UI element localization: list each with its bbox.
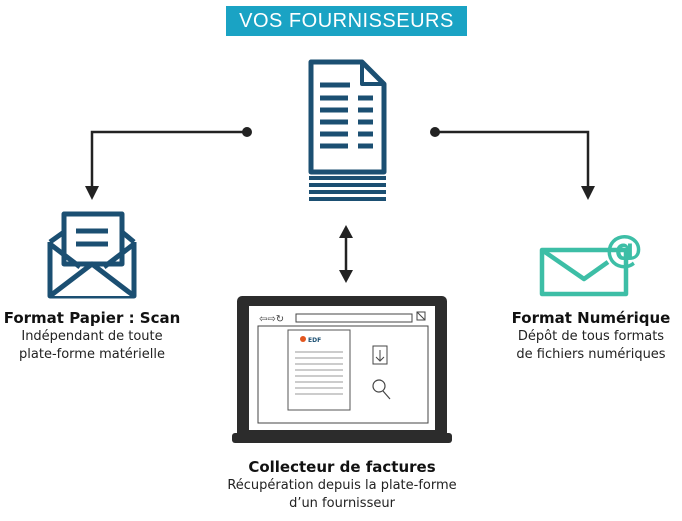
connector-right-dot bbox=[430, 127, 440, 137]
svg-text:@: @ bbox=[605, 227, 643, 271]
envelope-open-icon bbox=[47, 211, 137, 299]
connector-right bbox=[435, 130, 590, 190]
collector-title: Collecteur de factures bbox=[248, 458, 436, 476]
connector-vertical bbox=[339, 225, 353, 283]
arrow-left-head bbox=[85, 186, 99, 200]
collector-line2: d’un fournisseur bbox=[289, 496, 395, 511]
browser-toolbar: ⇦⇨↻ bbox=[257, 311, 429, 424]
download-icon bbox=[372, 345, 388, 365]
digital-format-line2: de fichiers numériques bbox=[516, 347, 666, 362]
connector-left bbox=[90, 130, 247, 190]
collector-line1: Récupération depuis la plate-forme bbox=[227, 478, 457, 493]
magnifier-icon bbox=[372, 379, 391, 400]
paper-format-line2: plate-forme matérielle bbox=[19, 347, 165, 362]
digital-format-line1: Dépôt de tous formats bbox=[517, 329, 665, 344]
digital-format-caption: Format Numérique Dépôt de tous formats d… bbox=[500, 309, 682, 364]
paper-format-title: Format Papier : Scan bbox=[3, 309, 181, 327]
svg-text:⇦⇨↻: ⇦⇨↻ bbox=[259, 314, 284, 325]
banner-title: VOS FOURNISSEURS bbox=[239, 9, 454, 32]
email-at-icon: @ bbox=[539, 227, 643, 297]
invoice-stack-icon bbox=[308, 59, 387, 201]
suppliers-banner: VOS FOURNISSEURS bbox=[226, 6, 467, 36]
digital-format-title: Format Numérique bbox=[511, 309, 671, 327]
laptop-icon: ⇦⇨↻ EDF bbox=[232, 296, 452, 443]
collector-caption: Collecteur de factures Récupération depu… bbox=[196, 458, 488, 513]
arrow-right-head bbox=[581, 186, 595, 200]
screen-invoice-doc: EDF bbox=[287, 329, 351, 411]
connector-left-dot bbox=[242, 127, 252, 137]
paper-format-line1: Indépendant de toute bbox=[21, 329, 163, 344]
paper-format-caption: Format Papier : Scan Indépendant de tout… bbox=[0, 309, 184, 364]
doc-logo-text: EDF bbox=[308, 337, 321, 344]
